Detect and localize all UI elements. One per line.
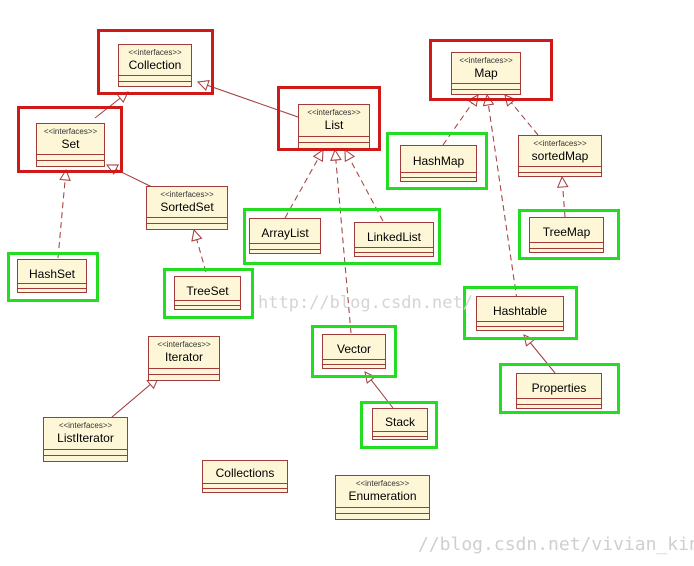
edge-hashtable-map bbox=[487, 95, 518, 301]
edge-sortedmap-map bbox=[505, 95, 539, 136]
arraylist-class-box: ArrayList bbox=[249, 218, 321, 254]
list-interface-box: <<interfaces>> List bbox=[298, 104, 370, 149]
enumeration-interface-box: <<interfaces>> Enumeration bbox=[335, 475, 430, 520]
class-name: TreeMap bbox=[542, 225, 591, 239]
set-interface-box: <<interfaces>> Set bbox=[36, 123, 105, 167]
edge-list-collection bbox=[198, 82, 299, 118]
properties-class-box: Properties bbox=[516, 373, 602, 409]
class-name: SortedSet bbox=[160, 200, 214, 214]
vector-class-box: Vector bbox=[322, 334, 386, 369]
sortedmap-interface-box: <<interfaces>> sortedMap bbox=[518, 135, 602, 177]
edge-hashset-set bbox=[57, 170, 66, 259]
class-name: List bbox=[324, 118, 344, 132]
stereotype-label: <<interfaces>> bbox=[160, 190, 214, 199]
class-name: Enumeration bbox=[348, 489, 417, 503]
class-name: Vector bbox=[336, 342, 372, 356]
class-name: LinkedList bbox=[366, 230, 422, 244]
class-name: HashSet bbox=[28, 267, 76, 281]
class-name: Collections bbox=[215, 466, 275, 480]
stack-class-box: Stack bbox=[372, 408, 428, 440]
edge-linkedlist-list bbox=[345, 150, 384, 222]
class-name: ArrayList bbox=[261, 226, 309, 240]
edge-set-collection bbox=[94, 92, 128, 119]
stereotype-label: <<interfaces>> bbox=[459, 56, 513, 65]
class-name: Map bbox=[474, 66, 498, 80]
treeset-class-box: TreeSet bbox=[174, 276, 241, 310]
class-name: TreeSet bbox=[186, 284, 229, 298]
edge-listiterator-iterator bbox=[111, 378, 158, 418]
sortedset-interface-box: <<interfaces>> SortedSet bbox=[146, 186, 228, 230]
linkedlist-class-box: LinkedList bbox=[354, 222, 434, 257]
class-name: Hashtable bbox=[492, 304, 548, 318]
edge-sortedset-set bbox=[107, 165, 153, 188]
edge-stack-vector bbox=[365, 372, 394, 409]
class-name: Collection bbox=[128, 58, 182, 72]
collections-class-box: Collections bbox=[202, 460, 288, 493]
stereotype-label: <<interfaces>> bbox=[58, 421, 113, 430]
class-name: Set bbox=[61, 137, 80, 151]
edge-vector-list bbox=[335, 150, 352, 334]
stereotype-label: <<interfaces>> bbox=[307, 108, 361, 117]
class-name: Properties bbox=[531, 381, 587, 395]
hashset-class-box: HashSet bbox=[17, 259, 87, 293]
stereotype-label: <<interfaces>> bbox=[43, 127, 98, 136]
hashmap-class-box: HashMap bbox=[400, 145, 477, 182]
class-name: HashMap bbox=[412, 154, 465, 168]
iterator-interface-box: <<interfaces>> Iterator bbox=[148, 336, 220, 381]
stereotype-label: <<interfaces>> bbox=[157, 340, 211, 349]
stereotype-label: <<interfaces>> bbox=[355, 479, 410, 488]
collection-interface-box: <<interfaces>> Collection bbox=[118, 44, 192, 87]
hashtable-class-box: Hashtable bbox=[476, 296, 564, 331]
edge-treemap-sortedmap bbox=[562, 177, 565, 218]
stereotype-label: <<interfaces>> bbox=[533, 139, 587, 148]
class-name: sortedMap bbox=[531, 149, 589, 163]
treemap-class-box: TreeMap bbox=[529, 217, 604, 253]
watermark-bottom: //blog.csdn.net/vivian_king bbox=[418, 534, 694, 555]
edge-properties-hashtable bbox=[524, 335, 556, 374]
class-name: Stack bbox=[384, 415, 415, 429]
listiterator-interface-box: <<interfaces>> ListIterator bbox=[43, 417, 128, 462]
watermark-center: http://blog.csdn.net/ bbox=[258, 293, 473, 313]
edge-arraylist-list bbox=[284, 150, 323, 219]
stereotype-label: <<interfaces>> bbox=[128, 48, 182, 57]
map-interface-box: <<interfaces>> Map bbox=[451, 52, 521, 95]
edge-treeset-sortedset bbox=[194, 230, 207, 273]
class-name: Iterator bbox=[164, 350, 203, 364]
class-name: ListIterator bbox=[57, 431, 114, 445]
edge-hashmap-map bbox=[442, 95, 478, 146]
